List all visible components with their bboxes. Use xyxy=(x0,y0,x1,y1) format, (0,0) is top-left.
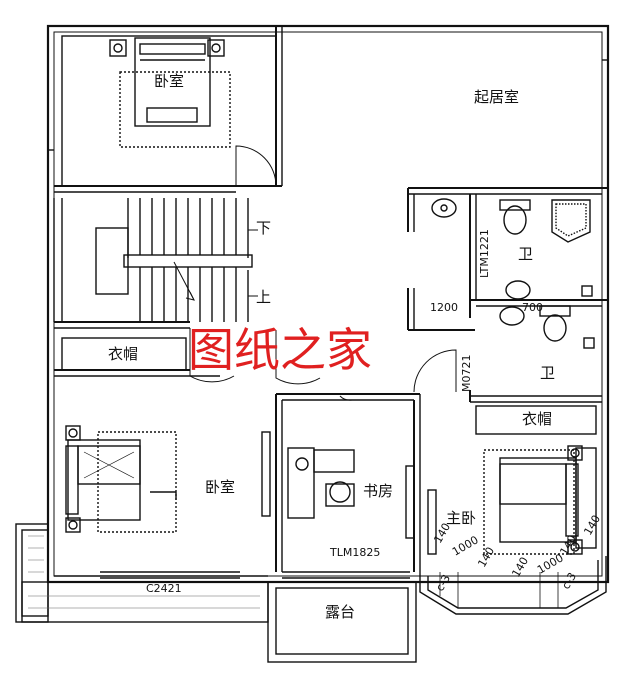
bath-walls xyxy=(407,187,608,403)
label-bedroom-top: 卧室 xyxy=(154,72,184,90)
code-m0721: M0721 xyxy=(460,355,473,393)
dim-700: 700 xyxy=(522,301,543,314)
code-ltm1221: LTM1221 xyxy=(478,229,491,278)
watermark-text: 图纸之家 xyxy=(188,323,372,377)
label-master-bedroom: 主卧 xyxy=(446,509,476,527)
label-bath-1: 卫 xyxy=(518,245,533,263)
label-study: 书房 xyxy=(363,482,393,500)
code-c2421: C2421 xyxy=(146,582,182,595)
study-door-arc xyxy=(275,330,321,385)
dim-1200: 1200 xyxy=(430,301,458,314)
label-bedroom-left: 卧室 xyxy=(205,478,235,496)
label-bath-2: 卫 xyxy=(540,364,555,382)
dim-1000-b: 1000 xyxy=(535,551,566,576)
top-bedroom-walls xyxy=(54,26,283,193)
label-closet-right: 衣帽 xyxy=(522,410,552,428)
stairwell xyxy=(53,198,258,329)
label-balcony: 露台 xyxy=(325,603,355,621)
terrace xyxy=(267,581,417,663)
dim-c3-a: c-3 xyxy=(433,572,453,593)
master-bedroom xyxy=(419,405,597,572)
label-closet-left: 衣帽 xyxy=(108,345,138,363)
dim-1000: 1000 xyxy=(450,533,481,558)
study-room xyxy=(275,393,421,572)
dim-c3-b: c-3 xyxy=(559,570,579,591)
dim-140-e: 140 xyxy=(581,513,603,538)
label-living-room: 起居室 xyxy=(474,88,519,106)
stair-down-label: 下 xyxy=(256,219,271,237)
bath-fixtures xyxy=(413,198,595,393)
bottom-wall xyxy=(48,571,410,583)
stair-up-label: 上 xyxy=(256,288,271,306)
code-tlm1825: TLM1825 xyxy=(329,546,380,559)
dim-140-b: 140 xyxy=(475,545,497,570)
left-balcony xyxy=(15,523,269,623)
left-bedroom xyxy=(54,328,271,533)
bay-window xyxy=(419,556,607,615)
top-bed xyxy=(109,37,231,148)
